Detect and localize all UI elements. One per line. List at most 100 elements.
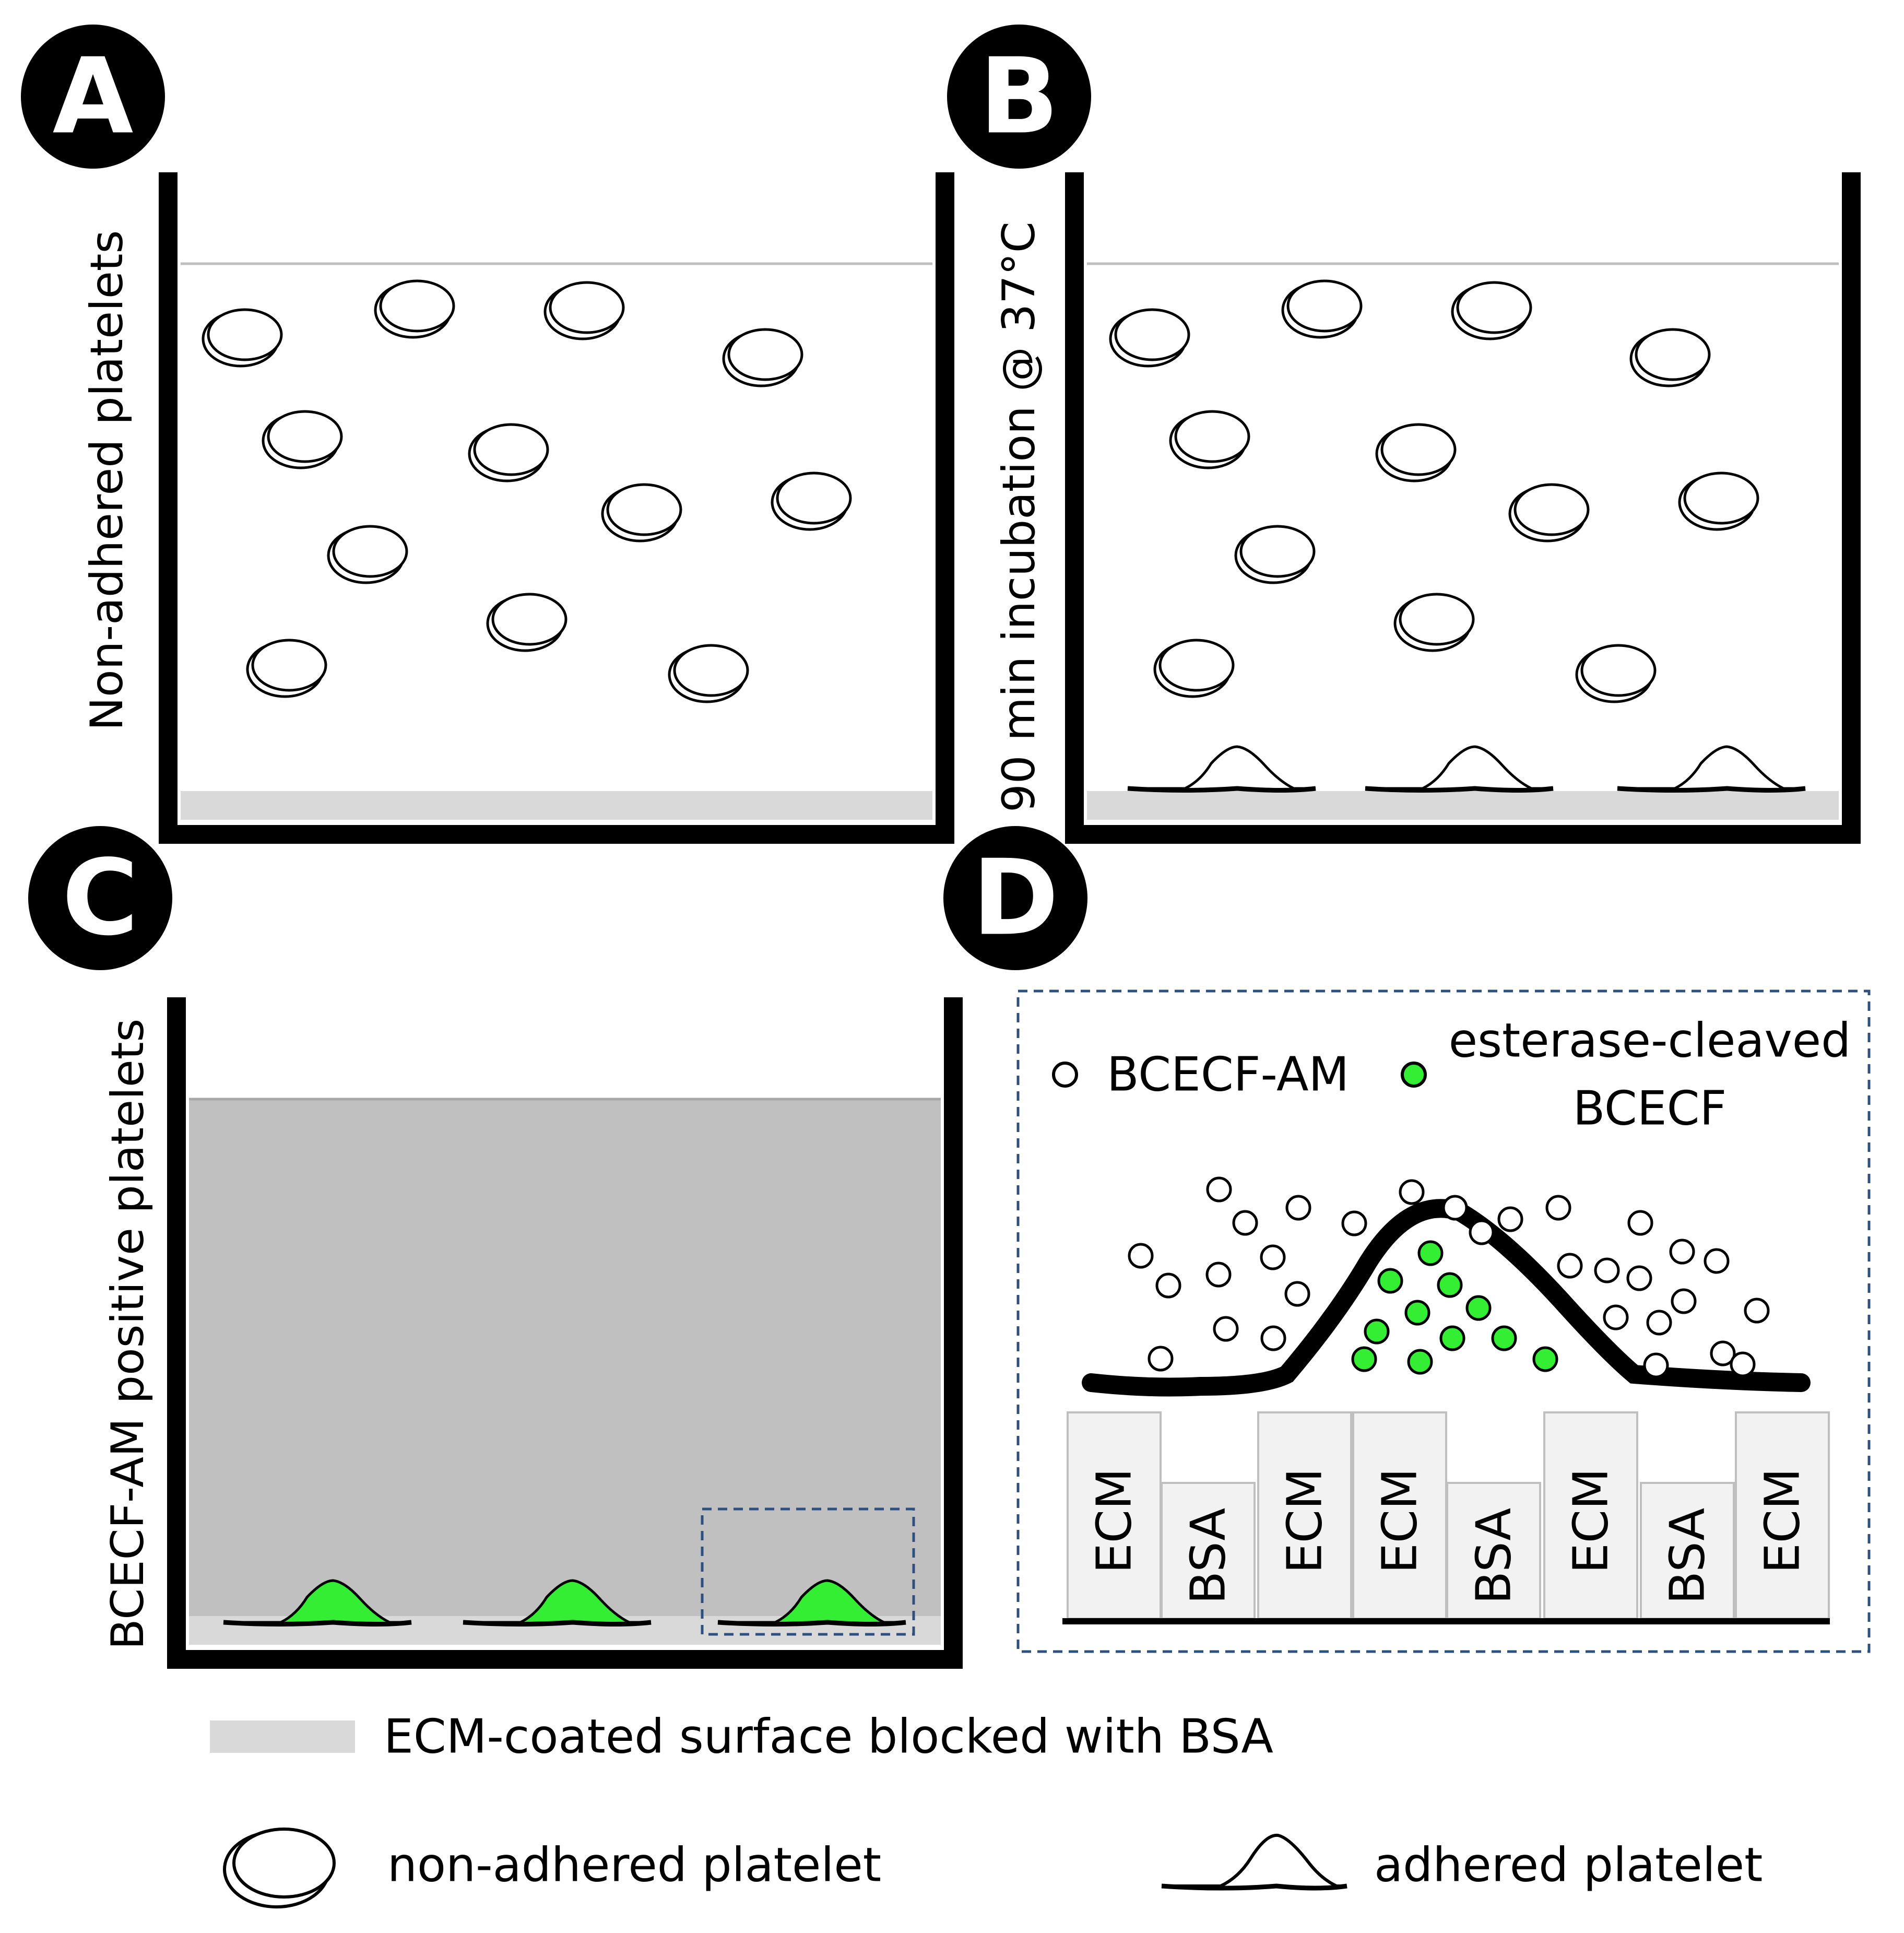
non-adhered-platelet (543, 281, 625, 340)
panel-c-badge (28, 826, 172, 970)
panel-c-zoom-box (701, 1507, 915, 1636)
bcecf-am-molecule (1285, 1195, 1311, 1221)
adhered-platelet (717, 1579, 906, 1626)
bcecf-am-molecule (1643, 1352, 1669, 1378)
ecm-block-label: ECM (1372, 1468, 1428, 1574)
ecm-block-label: ECM (1277, 1468, 1333, 1574)
non-adhered-platelet (202, 308, 283, 368)
cleaved-bcecf-molecule (1491, 1325, 1517, 1351)
non-adhered-platelet (1508, 483, 1590, 543)
cleaved-bcecf-legend-line2: BCECF (1573, 1081, 1726, 1136)
non-adhered-platelet (1234, 525, 1316, 584)
bcecf-am-molecule (1260, 1325, 1286, 1351)
cleaved-bcecf-molecule (1351, 1346, 1377, 1372)
non-adhered-platelet (1375, 423, 1457, 482)
bcecf-am-molecule (1469, 1219, 1495, 1245)
bcecf-am-molecule (1497, 1206, 1523, 1232)
non-adhered-platelet (327, 525, 408, 584)
panel-c-well (167, 997, 963, 1669)
adhered-platelet (223, 1579, 412, 1626)
panel-a-platelets (202, 279, 852, 703)
non-adhered-platelet (722, 328, 803, 387)
panel-a-side-label: Non-adhered platelets (81, 230, 133, 731)
bsa-block-label: BSA (1180, 1508, 1236, 1605)
non-adhered-platelet (601, 483, 682, 543)
bcecf-am-molecule (1213, 1316, 1239, 1342)
surface-legend-swatch (210, 1720, 355, 1753)
non-adhered-platelet (1169, 410, 1250, 469)
bcecf-am-molecule (1341, 1210, 1367, 1236)
bcecf-am-molecule (1730, 1351, 1756, 1377)
bsa-block-label: BSA (1466, 1508, 1522, 1605)
bsa-block: BSA (1640, 1482, 1735, 1620)
cleaved-bcecf-molecule (1532, 1346, 1558, 1372)
non-adhered-platelet (468, 423, 549, 482)
non-adhered-platelet (1109, 308, 1190, 368)
cleaved-bcecf-legend-line1: esterase-cleaved (1449, 1013, 1851, 1068)
bcecf-am-molecule (1206, 1176, 1232, 1203)
cleaved-bcecf-molecule (1465, 1295, 1492, 1321)
non-adhered-platelet (1451, 281, 1532, 340)
non-adhered-platelet (668, 644, 749, 703)
panel-b-platelets (1109, 279, 1759, 703)
panel-a-well (159, 172, 954, 844)
non-adhered-platelet (1281, 279, 1363, 339)
panel-c-side-label: BCECF-AM positive platelets (102, 1019, 154, 1650)
ecm-block-label: ECM (1755, 1468, 1811, 1574)
adhered-platelet (463, 1579, 652, 1626)
non-adhered-platelet (374, 279, 455, 339)
adhered-platelet (1617, 745, 1806, 793)
bsa-block: BSA (1161, 1482, 1256, 1620)
panel-c-letter: C (62, 838, 139, 959)
ecm-block: ECM (1067, 1411, 1162, 1620)
bcecf-am-molecule (1399, 1179, 1425, 1205)
ecm-block: ECM (1735, 1411, 1830, 1620)
adhered-platelet (1365, 745, 1554, 793)
non-adhered-platelet (1678, 472, 1759, 531)
panel-c: C BCECF-AM positive platelets (28, 826, 963, 1669)
bcecf-am-molecule (1232, 1210, 1258, 1236)
bcecf-am-molecule (1155, 1272, 1181, 1299)
ecm-block-label: ECM (1086, 1468, 1142, 1574)
bcecf-am-legend-marker (1052, 1062, 1078, 1088)
panel-a: A Non-adhered platelets (21, 25, 954, 844)
non-adhered-platelet (262, 410, 343, 469)
panel-b-well (1065, 172, 1861, 844)
surface-legend-label: ECM-coated surface blocked with BSA (384, 1710, 1273, 1764)
panel-b-letter: B (979, 36, 1059, 158)
panel-c-medium (189, 1099, 941, 1645)
figure-legend: ECM-coated surface blocked with BSA non-… (210, 1710, 1763, 1908)
non-adhered-platelet-legend-icon (223, 1828, 336, 1908)
panel-d-zoom-frame (1016, 989, 1871, 1653)
bcecf-am-molecule (1594, 1257, 1620, 1283)
cleaved-bcecf-molecule (1437, 1272, 1463, 1298)
panel-b-adhered-platelets (1127, 745, 1806, 793)
bcecf-am-molecule (1603, 1304, 1629, 1330)
panel-b: B 90 min incubation @ 37°C (947, 25, 1861, 844)
cleaved-bcecf-molecule (1417, 1240, 1444, 1266)
bsa-block: BSA (1446, 1482, 1541, 1620)
bcecf-am-molecule (1545, 1195, 1571, 1221)
non-adhered-platelet (1393, 593, 1475, 652)
cleaved-bcecf-molecules (1351, 1240, 1558, 1375)
panel-d-letter: D (972, 838, 1059, 959)
bcecf-am-molecule (1557, 1253, 1583, 1279)
bcecf-am-molecule (1284, 1281, 1310, 1307)
non-adhered-platelet (771, 472, 852, 531)
non-adhered-platelet (1153, 639, 1235, 698)
non-adhered-platelet (1575, 644, 1657, 703)
ecm-block: ECM (1257, 1411, 1352, 1620)
bcecf-am-molecule (1710, 1340, 1736, 1366)
ecm-block: ECM (1543, 1411, 1638, 1620)
ecm-block: ECM (1352, 1411, 1447, 1620)
cleaved-bcecf-molecule (1407, 1349, 1433, 1375)
panel-a-coated-surface (181, 791, 932, 820)
panel-a-letter: A (53, 36, 134, 158)
panel-a-badge (21, 25, 165, 169)
bcecf-am-molecule (1671, 1288, 1697, 1314)
panel-b-side-label: 90 min incubation @ 37°C (993, 221, 1045, 812)
bcecf-am-molecule (1704, 1248, 1730, 1274)
